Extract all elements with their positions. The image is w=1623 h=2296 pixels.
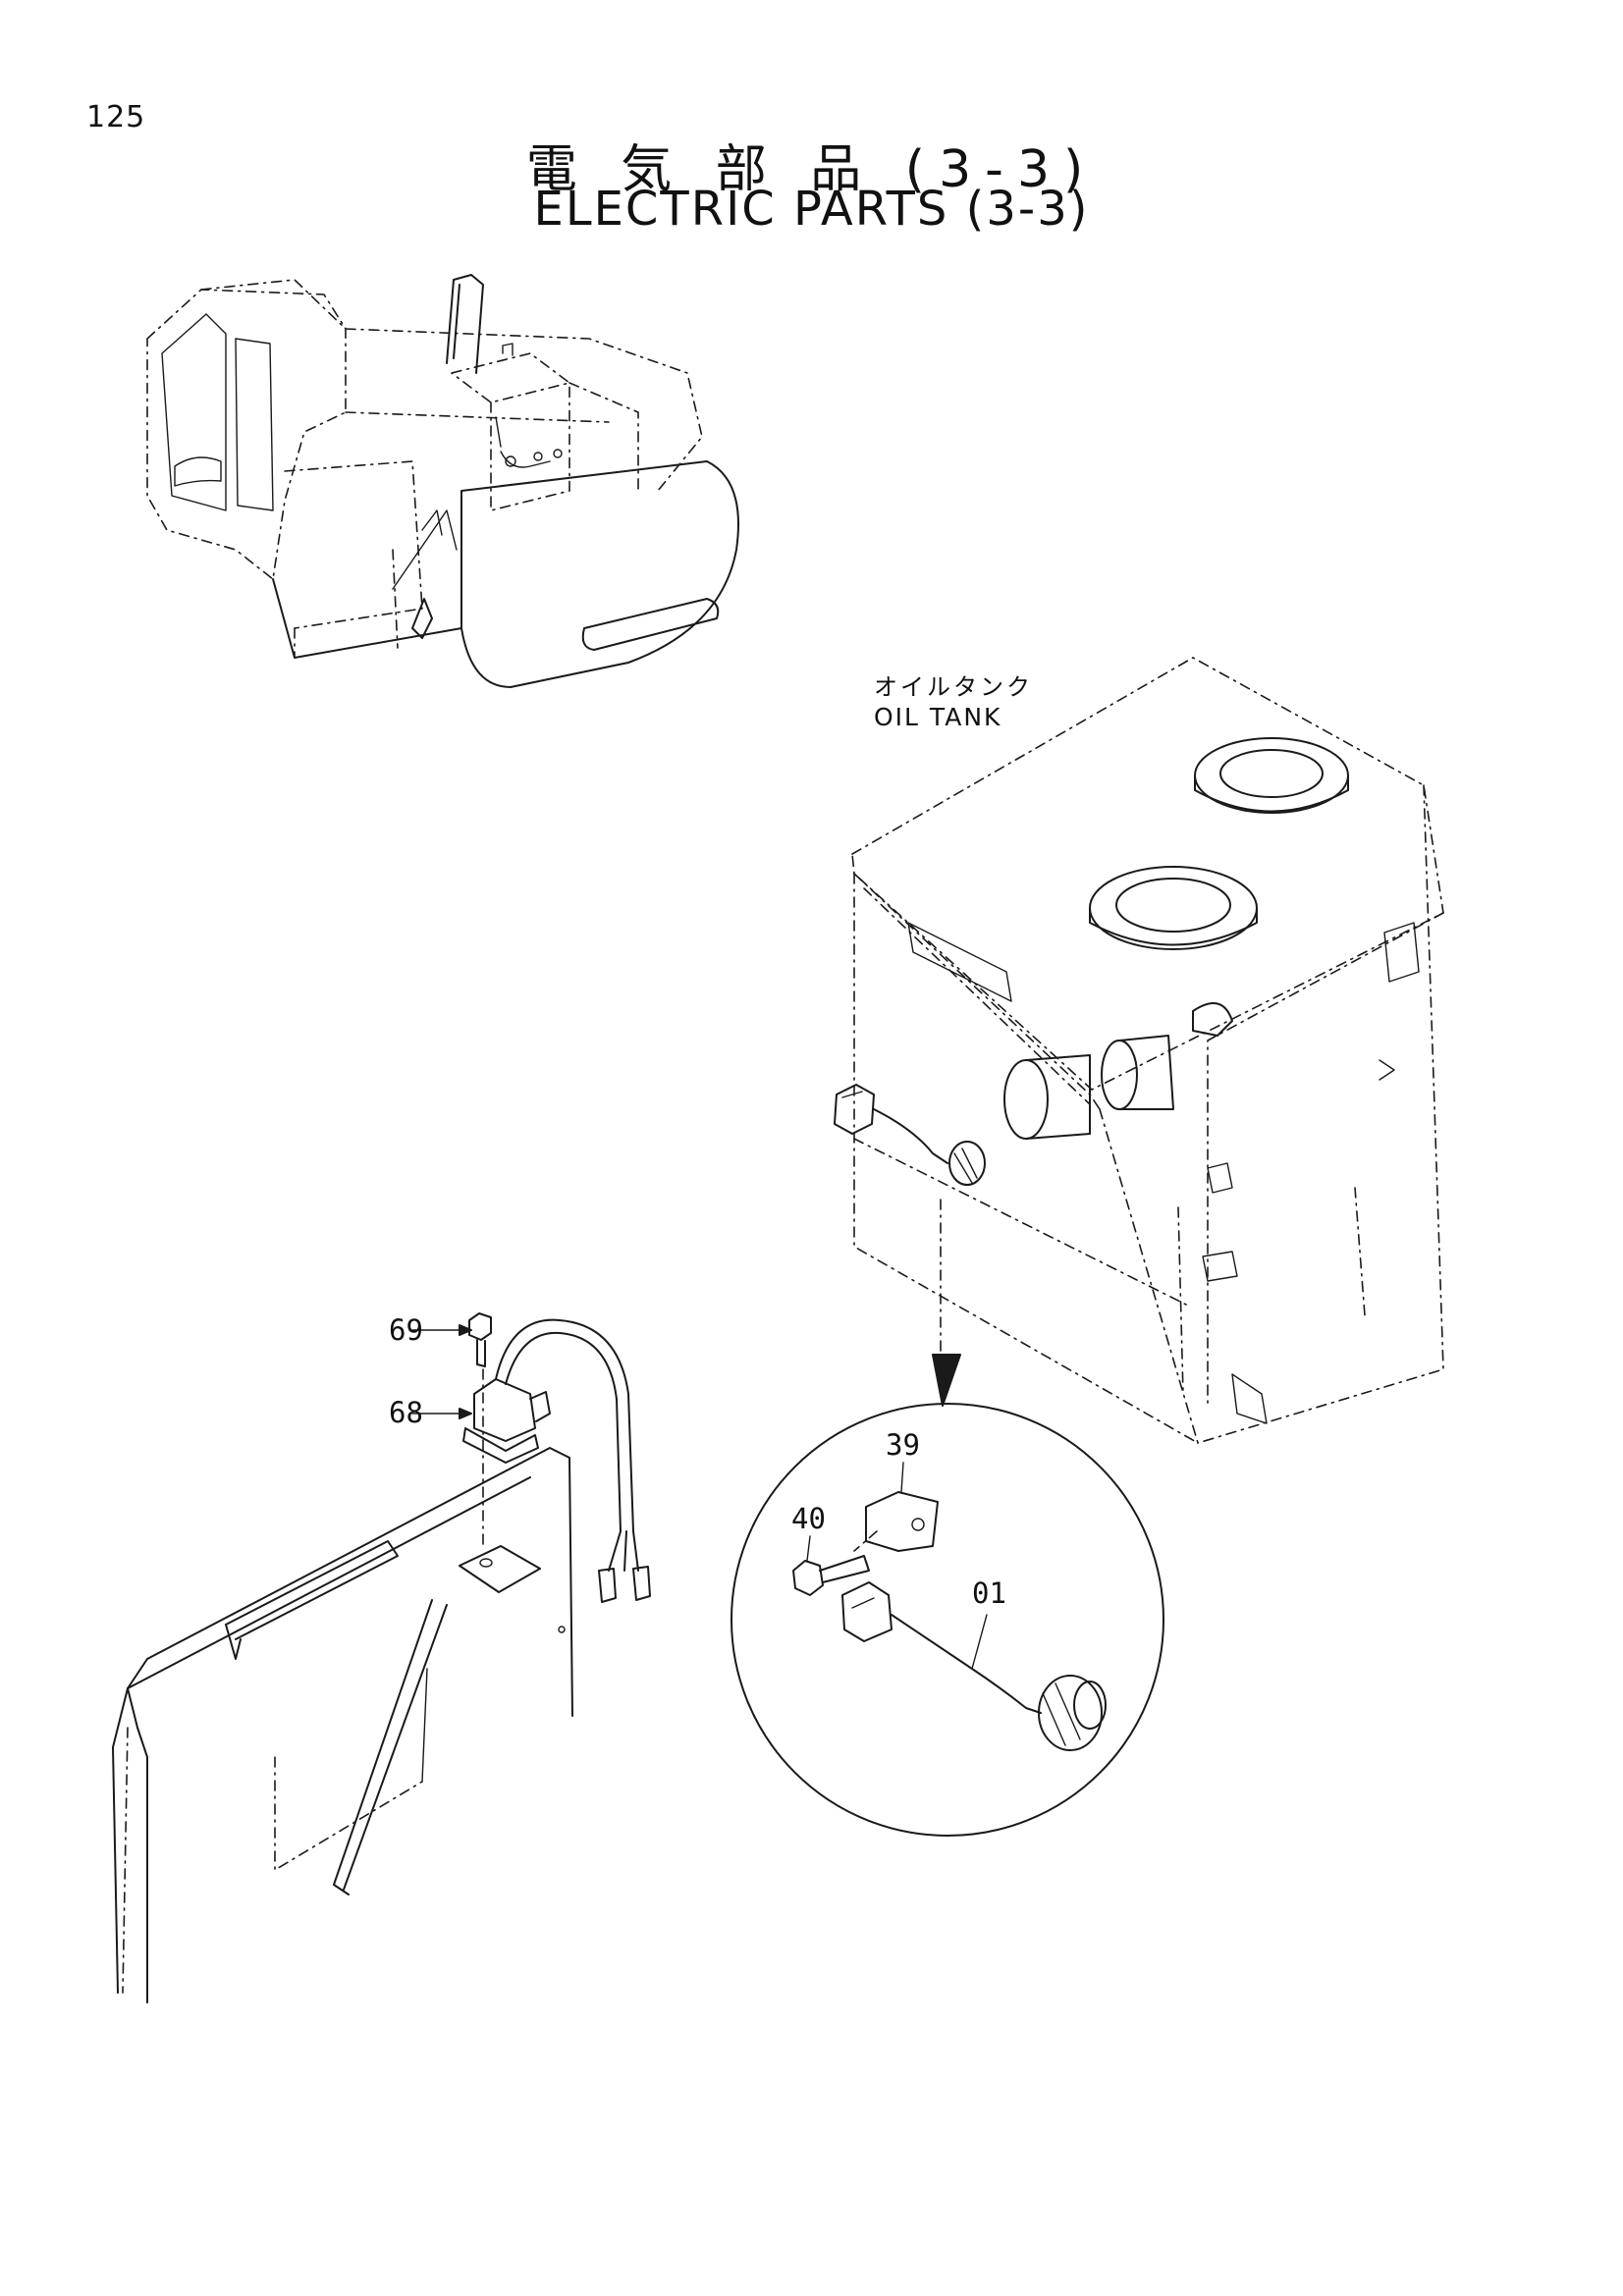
- oil-tank-illustration: [834, 657, 1444, 1444]
- page-number: 125: [86, 100, 146, 134]
- oil-tank-label-japanese: オイルタンク: [874, 673, 1033, 701]
- callout-40: 40: [791, 1502, 826, 1535]
- callout-68: 68: [389, 1396, 423, 1429]
- detail-zoom-circle: [730, 1403, 1164, 1837]
- excavator-overview-illustration: [146, 274, 739, 688]
- callout-69: 69: [389, 1313, 423, 1347]
- page-title-english: ELECTRIC PARTS (3-3): [533, 182, 1090, 237]
- detail-pointer: [932, 1199, 961, 1407]
- callout-39: 39: [886, 1428, 920, 1462]
- callout-01: 01: [972, 1576, 1006, 1610]
- oil-tank-label-english: OIL TANK: [874, 703, 1002, 731]
- alarm-switch-assembly: [112, 1312, 651, 2003]
- page-title-japanese: 電 気 部 品 (3-3): [525, 140, 1098, 199]
